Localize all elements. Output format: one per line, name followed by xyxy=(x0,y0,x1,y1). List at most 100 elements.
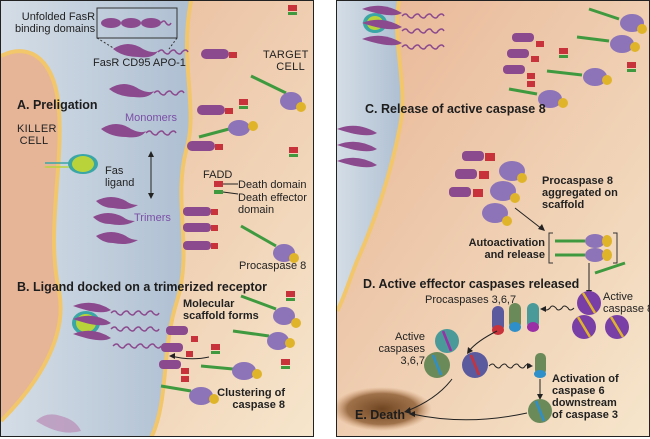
label-line: caspases xyxy=(378,343,425,355)
unfolded-domain-inset-box xyxy=(96,7,178,39)
active-caspase-7-icon xyxy=(435,329,459,353)
arrow-head-icon xyxy=(527,363,533,369)
fadd-icon xyxy=(211,344,220,354)
label-autoactivation: Autoactivation and release xyxy=(457,237,545,261)
label-line: Death effector xyxy=(238,192,307,204)
active-caspase-3-icon xyxy=(462,352,488,378)
arrow-head-icon xyxy=(404,407,411,414)
label-active-caspase-8: Active caspase 8 xyxy=(603,291,650,315)
label-line: caspase 8 xyxy=(603,303,650,315)
label-molecular-scaffold: Molecular scaffold forms xyxy=(183,298,259,322)
label-line: 3,6,7 xyxy=(400,355,425,367)
procaspase-8-icon xyxy=(588,7,647,34)
label-line: Active xyxy=(603,291,633,303)
label-line: downstream xyxy=(552,397,617,409)
procaspase-3-icon xyxy=(492,306,504,335)
extracellular-space xyxy=(337,1,403,311)
label-procaspases-367: Procaspases 3,6,7 xyxy=(425,294,517,306)
label-line: caspase 6 xyxy=(552,385,605,397)
death-cloud xyxy=(337,387,432,431)
fadd-icon xyxy=(559,48,568,58)
label-line: TARGET xyxy=(263,49,309,61)
label-line: ligand xyxy=(105,177,135,189)
killer-cell-region xyxy=(1,51,61,422)
procaspase-8-icon xyxy=(198,120,258,139)
arrow-head-down-icon xyxy=(148,193,154,199)
arrow-to-death xyxy=(411,412,528,421)
aggregated-procaspase-scaffold xyxy=(337,125,527,226)
bracket-left xyxy=(548,232,553,264)
active-caspase-8-icon xyxy=(605,315,629,339)
fas-ligand-icon xyxy=(45,154,98,174)
label-line: Molecular xyxy=(183,298,235,310)
activation-squiggle-arrow xyxy=(543,305,575,311)
receptor-trimer xyxy=(93,197,218,250)
label-line: domain xyxy=(238,204,275,216)
label-line: aggregated on xyxy=(542,187,618,199)
inset-pointer-left xyxy=(96,37,116,50)
procaspase-8-icon xyxy=(240,294,301,328)
panel-left-illustration xyxy=(36,5,306,433)
docked-ligand-complex xyxy=(72,302,198,382)
label-fas-ligand: Fas ligand xyxy=(105,165,134,189)
panel-right-illustration xyxy=(337,5,647,423)
label-clustering-caspase-8: Clustering of caspase 8 xyxy=(215,387,285,411)
panel-left-preligation-ligation: Unfolded FasR binding domains FasR CD95 … xyxy=(0,0,314,437)
killer-membrane xyxy=(1,49,63,423)
label-unfolded-fasr: Unfolded FasR binding domains xyxy=(15,11,95,35)
panel-right-activation-death: C. Release of active caspase 8 Procaspas… xyxy=(336,0,650,437)
procaspase-8-icon xyxy=(240,224,299,263)
arrow-head-up-icon xyxy=(148,151,154,157)
label-line: Clustering of xyxy=(217,387,285,399)
label-line: Activation of xyxy=(552,373,619,385)
active-caspase-8-icon xyxy=(572,315,596,339)
released-prodomain xyxy=(594,261,626,275)
fadd-icon xyxy=(281,359,290,369)
fadd-icon xyxy=(627,62,636,72)
label-line: Autoactivation xyxy=(468,237,545,249)
section-c-title: C. Release of active caspase 8 xyxy=(365,102,546,116)
procaspase-6-icon xyxy=(534,353,546,378)
target-membrane xyxy=(149,1,193,436)
faded-receptor xyxy=(36,414,81,433)
procaspase-8-icon xyxy=(160,384,219,405)
label-line: and release xyxy=(484,249,545,261)
procaspase-8-icon xyxy=(200,362,262,380)
procaspase-8-icon xyxy=(250,74,306,112)
label-activation-caspase-6: Activation of caspase 6 downstream of ca… xyxy=(552,373,619,421)
label-line: of caspase 3 xyxy=(552,409,619,421)
label-line: Fas xyxy=(105,165,124,177)
receptor-complex xyxy=(362,5,544,87)
label-line: Procaspase 8 xyxy=(542,175,613,187)
procaspase-8-icon xyxy=(508,87,568,108)
procaspase-7-icon xyxy=(527,303,539,332)
label-line: scaffold forms xyxy=(183,310,259,322)
inset-pointer-right xyxy=(168,37,178,50)
arrow-head-icon xyxy=(467,347,473,354)
label-line: CELL xyxy=(276,61,305,73)
procaspase-8-icon xyxy=(232,329,295,350)
arrow-head-icon xyxy=(537,394,543,400)
label-line: Active xyxy=(395,331,425,343)
label-line: CELL xyxy=(19,135,49,147)
unfolded-receptor-icon xyxy=(101,18,172,28)
label-killer-cell: KILLER CELL xyxy=(17,123,57,147)
section-a-title: A. Preligation xyxy=(17,98,98,112)
procaspase-8-released xyxy=(555,234,612,262)
label-death-domain: Death domain xyxy=(238,179,307,191)
fadd-icon xyxy=(286,291,295,301)
receptor-monomer xyxy=(109,84,233,115)
label-receptor-name: FasR CD95 APO-1 xyxy=(93,57,186,69)
label-fadd: FADD xyxy=(203,169,233,181)
activation-squiggle-arrow xyxy=(488,363,532,369)
label-death-effector-domain: Death effector domain xyxy=(238,192,307,216)
arrow-head-icon xyxy=(540,306,546,312)
target-membrane xyxy=(337,1,405,313)
label-line: KILLER xyxy=(17,123,57,135)
active-caspase-8-icon xyxy=(577,291,601,315)
fadd-icon xyxy=(214,181,239,195)
receptor-monomer xyxy=(101,124,223,151)
arrow-head-icon xyxy=(409,411,415,417)
arrow-head-icon xyxy=(169,353,175,359)
label-line: Unfolded FasR xyxy=(21,11,96,23)
